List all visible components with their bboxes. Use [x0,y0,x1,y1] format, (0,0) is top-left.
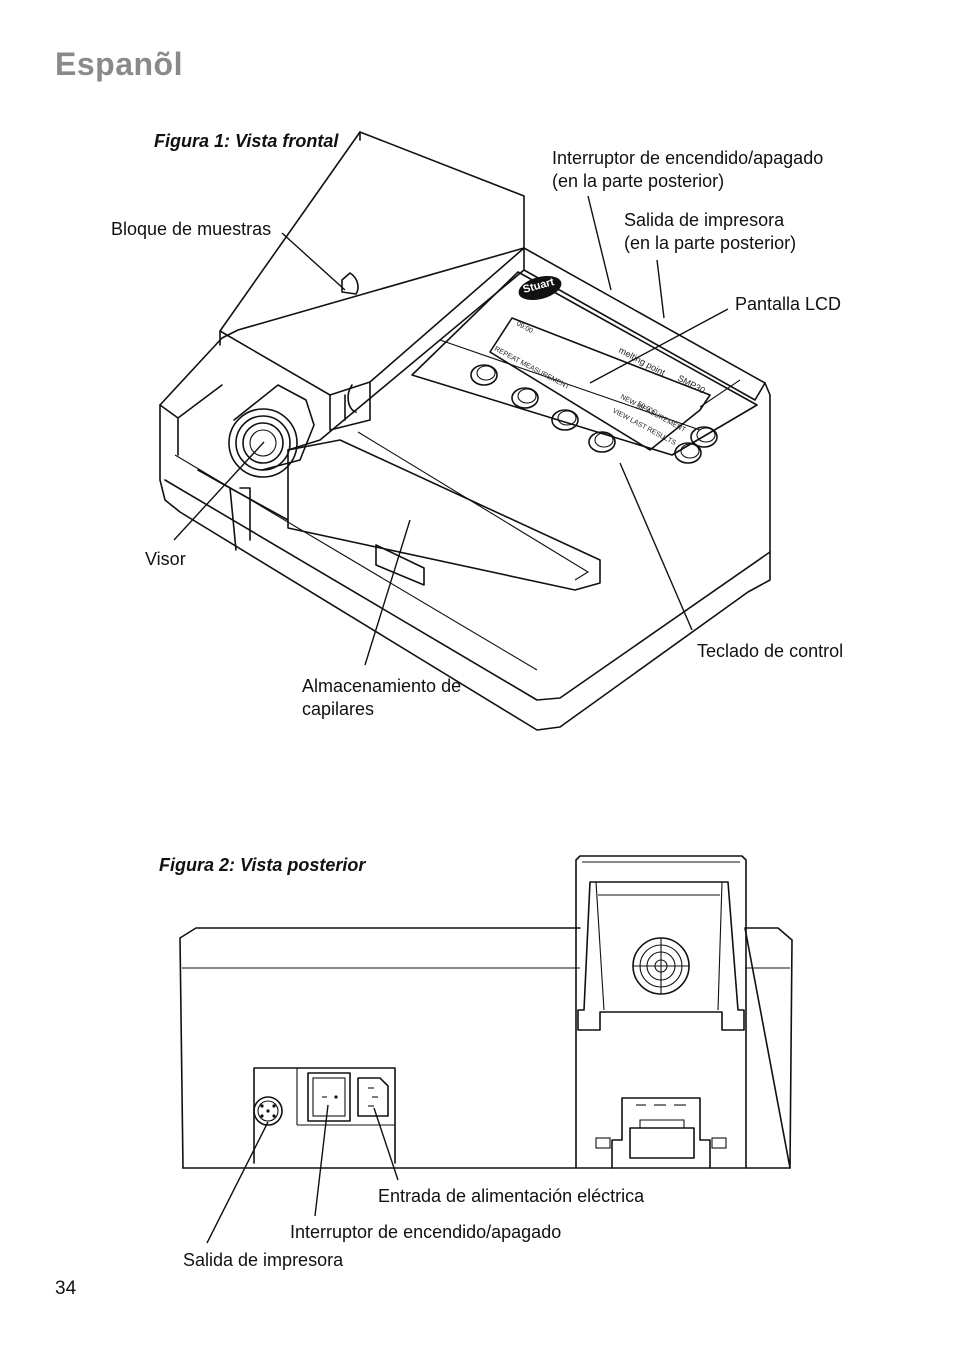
rear-view-drawing [179,855,793,1244]
label-power-inlet: Entrada de alimentación eléctrica [378,1186,645,1206]
front-view-drawing: 09:00 50.0°C Stuart melting point SMP30 … [159,131,771,731]
label-printer-output-rear: Salida de impresora (en la parte posteri… [624,209,796,255]
base-band [164,479,771,701]
brand-logo [518,275,562,301]
label-power-switch-rear-line2: (en la parte posterior) [552,171,725,191]
label-power-switch-rear-line1: Interruptor de encendido/apagado [552,148,824,168]
lcd-window [489,317,711,451]
page-heading: Espanõl [55,46,183,82]
sample-block-column [575,855,747,1169]
keypad-buttons [470,364,718,464]
label-capillary-storage-line2: capilares [302,699,375,719]
label-capillary-storage-line1: Almacenamiento de [302,676,462,696]
label-capillary-storage: Almacenamiento de capilares [302,675,461,721]
label-printer-output: Salida de impresora [183,1250,344,1270]
label-printer-output-rear-line2: (en la parte posterior) [624,233,797,253]
label-sample-block: Bloque de muestras [111,219,272,239]
label-power-switch: Interruptor de encendido/apagado [290,1222,562,1242]
fan-grill [632,937,690,995]
label-power-switch-rear: Interruptor de encendido/apagado (en la … [552,147,823,193]
control-panel [411,271,758,456]
lcd-time: 09:00 [515,321,534,335]
label-control-keypad: Teclado de control [697,641,844,661]
sample-block-slot [341,272,359,295]
capillary-drawer [287,439,601,591]
printer-socket [253,1096,283,1126]
rear-body [179,927,793,1169]
power-inlet [357,1077,389,1117]
label-lcd-display: Pantalla LCD [735,294,842,314]
viewer-lens [228,384,315,478]
base-shell [159,247,771,731]
label-printer-output-rear-line1: Salida de impresora [624,210,785,230]
figure1-caption: Figura 1: Vista frontal [154,131,339,151]
page-number: 34 [55,1278,77,1299]
rocker-switch [307,1072,351,1122]
key-legend-view: VIEW LAST RESULTS [611,408,677,448]
key-legend-repeat: REPEAT MEASUREMENT [493,346,571,392]
label-viewer: Visor [145,549,186,569]
top-deck [287,247,525,451]
figure2-caption: Figura 2: Vista posterior [159,855,366,875]
sample-block [219,131,525,396]
